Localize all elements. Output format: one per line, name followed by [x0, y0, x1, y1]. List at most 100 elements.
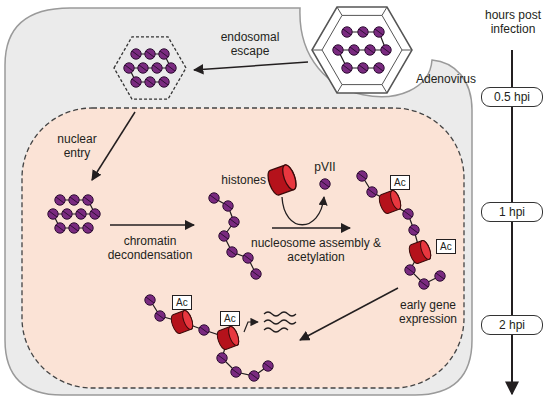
decondensed-chromatin — [223, 201, 233, 211]
viral-genome — [124, 63, 134, 73]
nucleosome-chromatin — [150, 300, 268, 376]
nucleosome-chromatin — [419, 279, 429, 289]
nucleosome-chromatin — [215, 325, 241, 351]
virus-name: Adenovirus — [416, 72, 486, 86]
timeline-axis — [511, 335, 513, 394]
nucleosome-chromatin — [357, 171, 367, 181]
decondensed-chromatin — [227, 247, 237, 257]
nucleosome-chromatin — [403, 209, 413, 219]
viral-genome — [166, 63, 176, 73]
condensed-chromatin — [90, 209, 100, 219]
viral-genome — [365, 45, 375, 55]
adenovirus-capsid — [322, 15, 402, 84]
nucleus — [22, 108, 464, 388]
viral-genome — [145, 77, 155, 87]
acetyl-tag: Ac — [172, 295, 192, 310]
viral-genome — [358, 27, 368, 37]
nucleosome-chromatin — [409, 225, 419, 235]
nucleosome-chromatin — [377, 189, 403, 215]
exchange-arrow — [282, 197, 324, 225]
viral-genome — [358, 63, 368, 73]
viral-genome — [138, 63, 148, 73]
condensed-chromatin — [62, 209, 72, 219]
molecule-label: histones — [200, 173, 266, 187]
condensed-chromatin — [69, 223, 79, 233]
decondensed-chromatin — [214, 198, 256, 274]
viral-genome — [349, 45, 359, 55]
step-label: chromatin decondensation — [108, 234, 193, 262]
step-label: nucleosome assembly & acetylation — [246, 236, 386, 264]
virus-name: Adenovirus — [416, 72, 476, 86]
viral-genome — [342, 63, 352, 73]
step-label: nuclear entry — [57, 132, 96, 160]
condensed-chromatin — [48, 209, 58, 219]
viral-genome — [333, 45, 343, 55]
axis-title: hours post infection — [485, 8, 541, 36]
disassembled-capsid — [114, 37, 186, 99]
condensed-chromatin — [83, 195, 93, 205]
nucleosome-chromatin — [362, 176, 440, 284]
viral-genome — [374, 63, 384, 73]
mrna-transcripts — [264, 328, 288, 332]
nucleosome-chromatin — [367, 187, 377, 197]
molecule-label: pVII — [305, 160, 345, 174]
condensed-chromatin — [55, 223, 65, 233]
mrna-transcripts — [264, 320, 296, 324]
node-text: 0.5 hpi — [494, 90, 530, 104]
viral-genome — [381, 45, 391, 55]
timeline-segment — [511, 107, 513, 202]
step-label: early gene expression — [396, 298, 460, 326]
step-label: nucleosome assembly & acetylation — [251, 236, 381, 264]
adenovirus-capsid — [312, 7, 412, 93]
nucleosome-chromatin — [199, 325, 209, 335]
nucleosome-chromatin — [435, 271, 445, 281]
process-arrow — [110, 224, 194, 226]
nucleosome-chromatin — [169, 309, 195, 335]
transcription-start — [244, 322, 258, 332]
disassembled-capsid — [114, 37, 186, 99]
process-arrow — [272, 227, 350, 229]
condensed-chromatin — [69, 195, 79, 205]
decondensed-chromatin — [243, 253, 253, 263]
node-text: Ac — [176, 297, 188, 308]
viral-genome — [374, 27, 384, 37]
decondensed-chromatin — [219, 231, 229, 241]
timeline-axis — [511, 50, 513, 87]
condensed-chromatin — [83, 223, 93, 233]
decondensed-chromatin — [229, 217, 239, 227]
viral-genome — [342, 27, 352, 37]
step-label: endosomal escape — [221, 30, 280, 58]
viral-genome — [124, 49, 176, 87]
node-text: Ac — [394, 177, 406, 188]
axis-title: hours post infection — [479, 8, 547, 36]
node-text: 1 hpi — [499, 205, 525, 219]
nucleosome-chromatin — [145, 295, 273, 381]
time-point-box: 0.5 hpi — [481, 87, 543, 107]
nucleosome-chromatin — [263, 361, 273, 371]
viral-genome — [131, 49, 141, 59]
viral-genome — [131, 77, 141, 87]
viral-genome — [159, 77, 169, 87]
nucleosome-chromatin — [357, 171, 445, 289]
acetyl-tag: Ac — [220, 311, 240, 326]
mrna-transcripts — [264, 312, 296, 332]
decondensed-chromatin — [209, 193, 261, 279]
decondensed-chromatin — [209, 193, 219, 203]
nucleosome-chromatin — [217, 353, 227, 363]
step-label: chromatin decondensation — [100, 234, 200, 262]
condensed-chromatin — [48, 195, 100, 233]
process-arrow — [92, 112, 135, 180]
decondensed-chromatin — [251, 269, 261, 279]
nucleosome-chromatin — [231, 367, 241, 377]
viral-genome — [145, 49, 155, 59]
timeline-segment — [511, 222, 513, 315]
nucleosome-chromatin — [249, 371, 259, 381]
node-text: 2 hpi — [499, 318, 525, 332]
acetyl-tag: Ac — [390, 175, 410, 190]
step-label: early gene expression — [399, 298, 457, 326]
acetyl-tag: Ac — [436, 239, 456, 254]
adenovirus-capsid — [312, 7, 412, 93]
cell-membrane — [5, 8, 472, 395]
